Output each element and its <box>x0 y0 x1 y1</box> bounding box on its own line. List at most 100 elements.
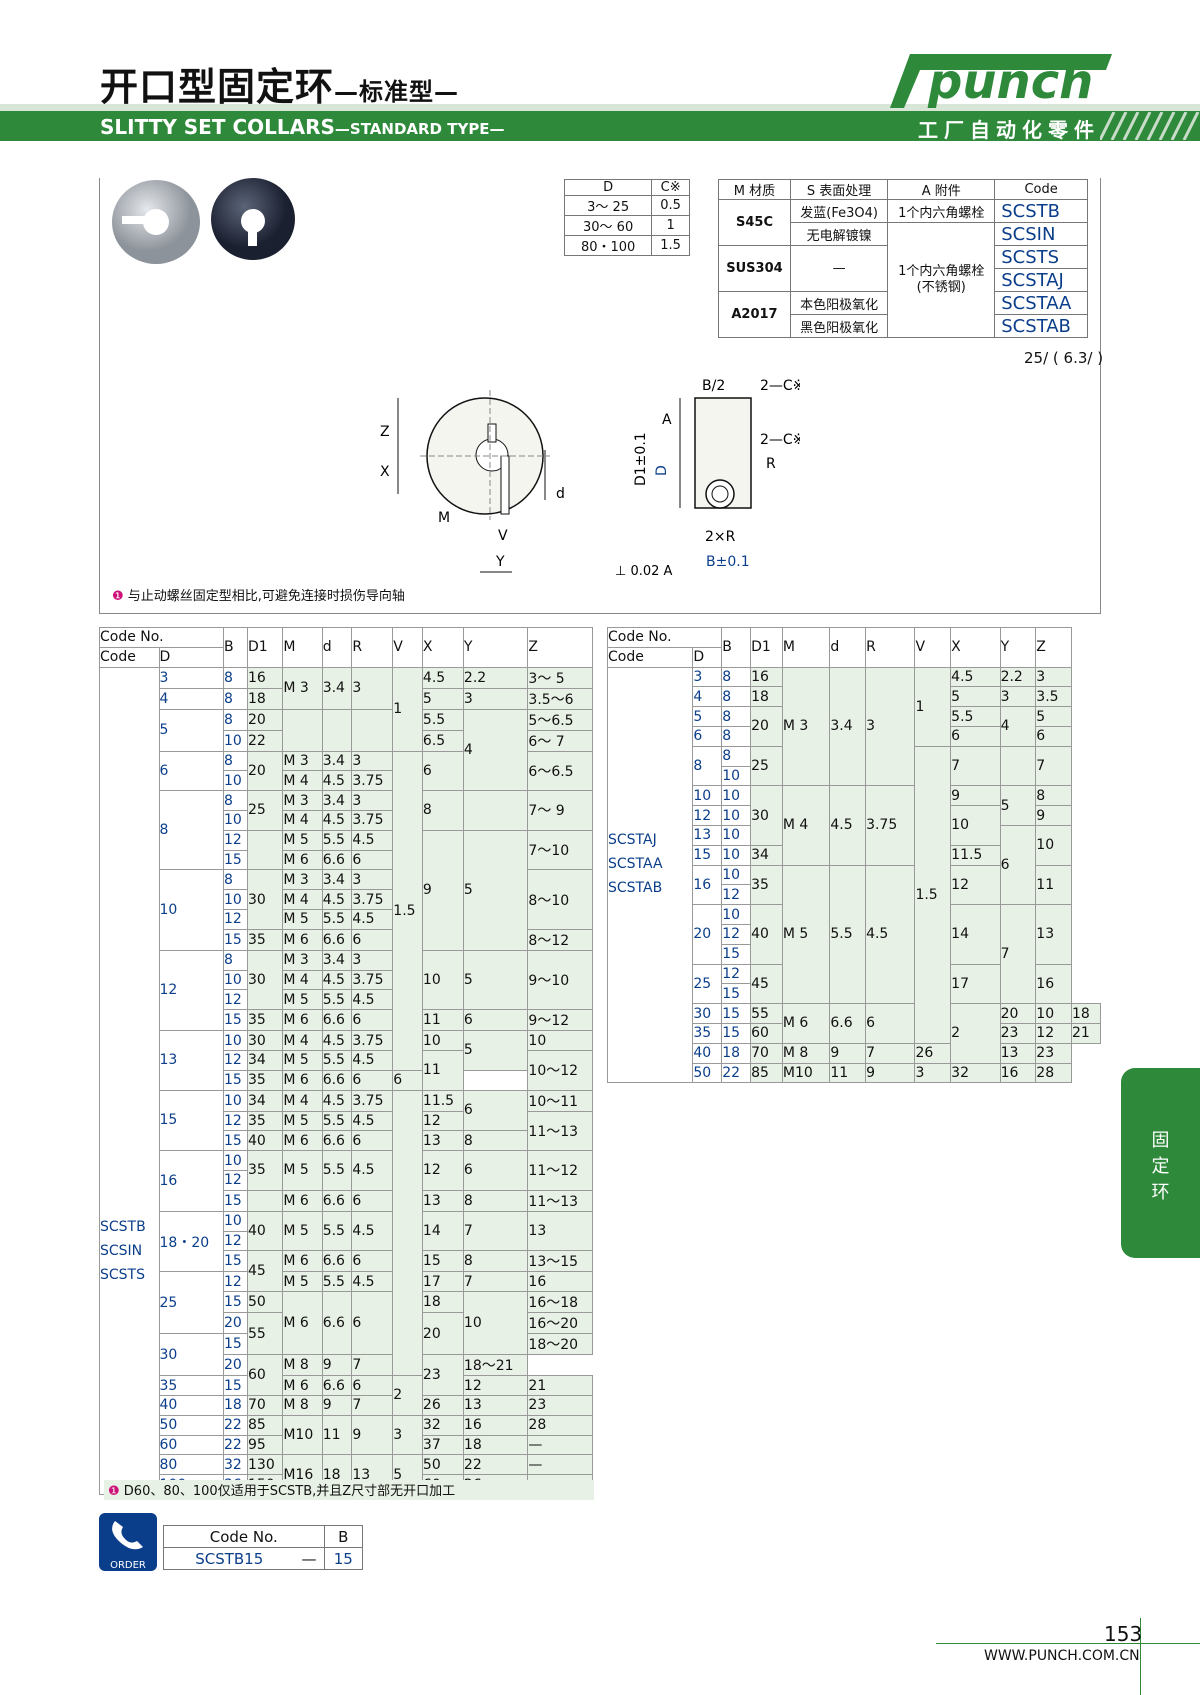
table-cell: 45 <box>750 963 783 1005</box>
table-cell: 5.5 <box>321 1049 353 1071</box>
chamfer-head-d: D <box>563 179 653 196</box>
side-tab[interactable]: 固 定 环 <box>1121 1068 1200 1258</box>
dim-b2: B/2 <box>702 378 725 394</box>
table-cell: 37 <box>421 1434 464 1456</box>
technical-drawing: Z X d M V Y D1±0.1 D B/2 2—C※ 2—C※ R A 2… <box>380 378 800 579</box>
table-cell: M 3 <box>282 750 323 772</box>
table-cell: 11～13 <box>527 1110 593 1152</box>
table-cell: 35 <box>246 1150 284 1191</box>
table-cell: 11.5 <box>950 844 1001 866</box>
table-cell: 10 <box>721 904 752 925</box>
table-cell: 30 <box>750 785 783 846</box>
table-cell: 10 <box>158 869 225 951</box>
table-cell: 3.4 <box>321 790 353 811</box>
table-cell: 21 <box>527 1375 593 1396</box>
table-cell: 12 <box>421 1110 464 1132</box>
table-cell: 20 <box>692 904 723 965</box>
table-cell: 4.5 <box>865 864 916 1005</box>
table-cell: 10 <box>692 785 723 807</box>
table-cell: 5 <box>462 1030 529 1071</box>
table-cell: 5 <box>421 687 464 710</box>
table-cell: M10 <box>282 1414 323 1456</box>
head-y: Y <box>462 627 529 668</box>
table-cell: 4.5 <box>829 785 867 866</box>
table-cell: 20 <box>223 1354 248 1377</box>
table-cell: 5.5 <box>950 706 1001 727</box>
table-cell: 4.5 <box>321 1089 353 1112</box>
table-cell: 35 <box>246 1110 284 1132</box>
table-cell: 16 <box>158 1150 225 1212</box>
dim-d1: D1±0.1 <box>633 432 649 486</box>
table-cell: M 6 <box>282 1009 323 1032</box>
table-cell: 55 <box>246 1312 284 1356</box>
table-cell: 35 <box>692 1022 723 1044</box>
table-cell: 15 <box>223 849 248 871</box>
table-cell: 14 <box>421 1210 464 1252</box>
dim-2r: 2×R <box>705 529 736 545</box>
table-cell: 13 <box>999 1042 1037 1064</box>
page-title: 开口型固定环—标准型— <box>100 65 460 109</box>
header-band <box>0 111 1200 141</box>
table-cell: 8 <box>158 790 225 871</box>
table-cell: 6 <box>351 1130 394 1152</box>
table-cell <box>246 829 284 871</box>
table-cell: 12 <box>223 1271 248 1293</box>
table-cell: 4 <box>999 706 1037 747</box>
table-cell: 20 <box>246 708 284 731</box>
table-cell: 8 <box>462 1250 529 1273</box>
table-cell: 13～15 <box>527 1250 593 1273</box>
table-cell: M 3 <box>282 790 323 811</box>
table-cell: 4.5 <box>321 889 353 910</box>
table-cell: 6 <box>421 750 464 792</box>
table-cell: 6 <box>351 1375 394 1396</box>
table-cell: 4 <box>692 686 723 708</box>
table-cell: 23 <box>421 1354 464 1396</box>
table-cell: 26 <box>914 1042 952 1064</box>
table-cell: 15 <box>692 844 723 866</box>
table-cell: 6.5 <box>421 729 464 752</box>
table-cell: 3.75 <box>351 969 394 991</box>
table-cell: 16～18 <box>527 1291 593 1314</box>
table-cell: 12 <box>223 829 248 851</box>
table-cell: 4.5 <box>950 666 1001 688</box>
table-cell: 16 <box>462 1414 529 1436</box>
table-cell: 10 <box>721 785 752 807</box>
head-r: R <box>865 627 916 668</box>
table-cell: M 3 <box>781 666 831 787</box>
table-cell: M 5 <box>781 864 831 1005</box>
table-cell: — <box>527 1434 593 1456</box>
code-scstb: SCSTB <box>100 1218 146 1235</box>
table-cell: 8 <box>721 725 752 747</box>
head-m: M <box>282 627 323 668</box>
page-title-en: SLITTY SET COLLARS—STANDARD TYPE— <box>100 115 505 139</box>
dim-chamfer-1: 2—C※ <box>760 378 800 394</box>
table-cell: 10 <box>462 1291 529 1356</box>
table-cell: 45 <box>246 1250 284 1293</box>
table-cell: 26 <box>421 1394 464 1416</box>
table-cell: 5.5 <box>321 1210 353 1252</box>
table-cell: 23 <box>1035 1042 1072 1064</box>
table-cell: 7 <box>462 1210 529 1252</box>
table-cell: 4.5 <box>351 989 394 1011</box>
surface-cell: 发蓝(Fe3O4) <box>789 199 889 223</box>
footer-line <box>936 1643 1200 1644</box>
table-cell: 11 <box>321 1414 353 1456</box>
table-cell: 15 <box>158 1089 225 1152</box>
table-cell: 6 <box>865 1003 916 1044</box>
table-cell: 4 <box>462 708 529 792</box>
table-cell: 6 <box>158 750 225 792</box>
table-cell: 3.4 <box>829 666 867 787</box>
table-cell: 9 <box>421 829 464 951</box>
perpendicularity: ⊥ 0.02 A <box>615 564 673 579</box>
website-url[interactable]: WWW.PUNCH.COM.CN <box>984 1648 1140 1664</box>
table-cell: 1 <box>914 666 952 747</box>
code-scstab: SCSTAB <box>608 879 663 896</box>
table-cell: 12 <box>692 805 723 826</box>
table-cell: 6.6 <box>321 1009 353 1032</box>
table-cell: 10 <box>223 889 248 910</box>
dim-r: R <box>766 456 776 472</box>
table-cell: 25 <box>750 745 783 787</box>
table-cell: 15 <box>223 1291 248 1314</box>
table-cell: 6 <box>462 1009 529 1032</box>
